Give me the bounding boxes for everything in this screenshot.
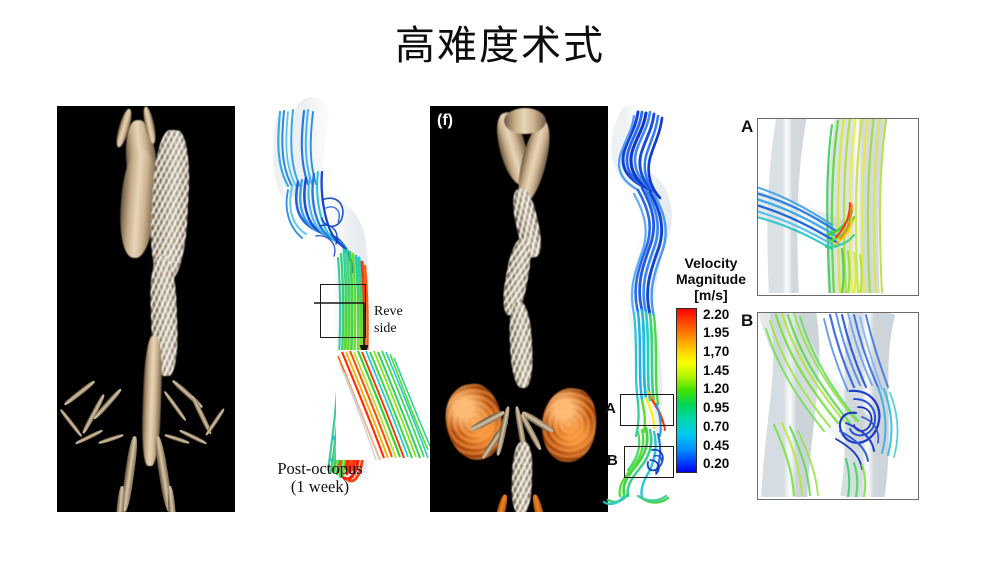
roi-label-a: A (605, 400, 616, 417)
postop-ct-panel: (f) (430, 106, 608, 512)
postop-cfd-panel: A B (592, 105, 700, 506)
colorbar-tick: 1.20 (703, 381, 730, 397)
collateral-vessel (98, 433, 124, 445)
collateral-vessel (62, 379, 97, 407)
legend-title: Velocity Magnitude [m/s] (676, 255, 746, 304)
inset-a-panel (757, 118, 919, 296)
colorbar-gradient (676, 307, 697, 473)
inset-a-svg (758, 119, 916, 295)
inset-a-label: A (741, 117, 754, 136)
iliac-right-postop (530, 493, 550, 512)
preop-caption-line2: (1 week) (290, 477, 350, 496)
preop-roi-box (320, 284, 366, 338)
velocity-legend: Velocity Magnitude [m/s] 2.20 1.95 1,70 … (676, 255, 746, 473)
preop-magnified-inset (336, 350, 432, 461)
colorbar-tick: 0.95 (703, 400, 730, 416)
collateral-vessel (80, 393, 107, 435)
legend-title-line1: Velocity (684, 255, 738, 271)
preop-ct-panel (57, 106, 235, 512)
roi-label-b: B (607, 452, 618, 469)
legend-title-line2: Magnitude (676, 271, 746, 288)
colorbar-ticks: 2.20 1.95 1,70 1.45 1.20 0.95 0.70 0.45 … (703, 308, 729, 471)
suprarenal-stent-postop (507, 301, 535, 389)
legend-body: 2.20 1.95 1,70 1.45 1.20 0.95 0.70 0.45 … (676, 308, 746, 473)
collateral-vessel (58, 408, 84, 438)
iliac-left-postop (490, 493, 510, 512)
colorbar-tick: 0.45 (703, 437, 730, 453)
arch-apex-postop (504, 108, 546, 134)
inset-b-panel (757, 312, 919, 500)
colorbar-tick: 0.20 (703, 456, 730, 472)
colorbar-tick: 1.95 (703, 325, 730, 341)
collateral-vessel (162, 390, 188, 422)
legend-title-line3: [m/s] (694, 287, 728, 304)
infrarenal-stent-postop (510, 441, 534, 512)
roi-box-b (624, 446, 674, 478)
inset-b-label: B (741, 311, 754, 330)
inset-b-svg (758, 313, 916, 499)
callout-label-line2: side (374, 321, 397, 336)
roi-box-a (620, 394, 674, 426)
colorbar-tick: 1,70 (703, 344, 730, 360)
colorbar-tick: 1.45 (703, 362, 730, 378)
colorbar-tick: 2.20 (703, 306, 730, 322)
femoral-right-ct (166, 485, 179, 512)
panel-tag-f: (f) (437, 112, 453, 129)
colorbar-tick: 0.70 (703, 418, 730, 434)
preop-magnified-svg (336, 350, 432, 461)
preop-caption-line1: Post-octopus (277, 459, 363, 478)
page-title: 高难度术式 (395, 23, 605, 68)
callout-label-line1: Reve (374, 304, 403, 319)
